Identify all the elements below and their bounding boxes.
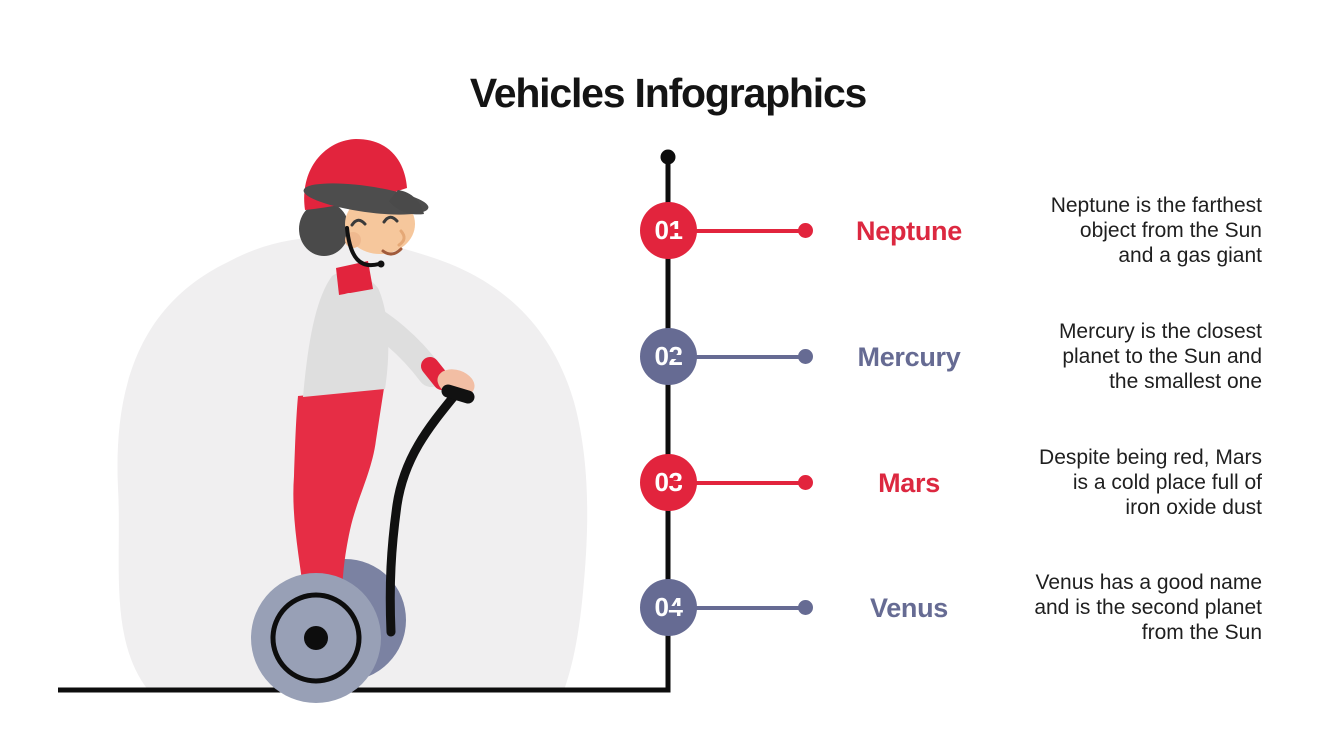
timeline-description-mercury: Mercury is the closest planet to the Sun… (1058, 320, 1262, 393)
timeline-label-mars: Mars (878, 468, 940, 498)
timeline-label-venus: Venus (869, 593, 949, 623)
connector-end-dot (798, 600, 813, 615)
timeline-row-venus: 04 Venus Venus has a good name and is th… (0, 568, 1336, 648)
timeline-label-mercury: Mercury (857, 342, 961, 372)
timeline-row-mars: 03 Mars Despite being red, Mars is a col… (0, 443, 1336, 523)
connector-end-dot (798, 223, 813, 238)
timeline-label-neptune: Neptune (856, 216, 962, 246)
timeline-start-dot (660, 149, 676, 165)
timeline-row-neptune: 01 Neptune Neptune is the farthest objec… (0, 191, 1336, 271)
connector-end-dot (798, 349, 813, 364)
connector-line (668, 606, 805, 610)
connector-line (668, 229, 805, 233)
connector-line (668, 481, 805, 485)
connector-end-dot (798, 475, 813, 490)
connector-line (668, 355, 805, 359)
timeline-row-mercury: 02 Mercury Mercury is the closest planet… (0, 317, 1336, 397)
page-title: Vehicles Infographics (469, 70, 868, 116)
timeline-description-venus: Venus has a good name and is the second … (1034, 571, 1262, 644)
timeline-description-neptune: Neptune is the farthest object from the … (1050, 194, 1262, 267)
timeline-description-mars: Despite being red, Mars is a cold place … (1039, 446, 1262, 519)
